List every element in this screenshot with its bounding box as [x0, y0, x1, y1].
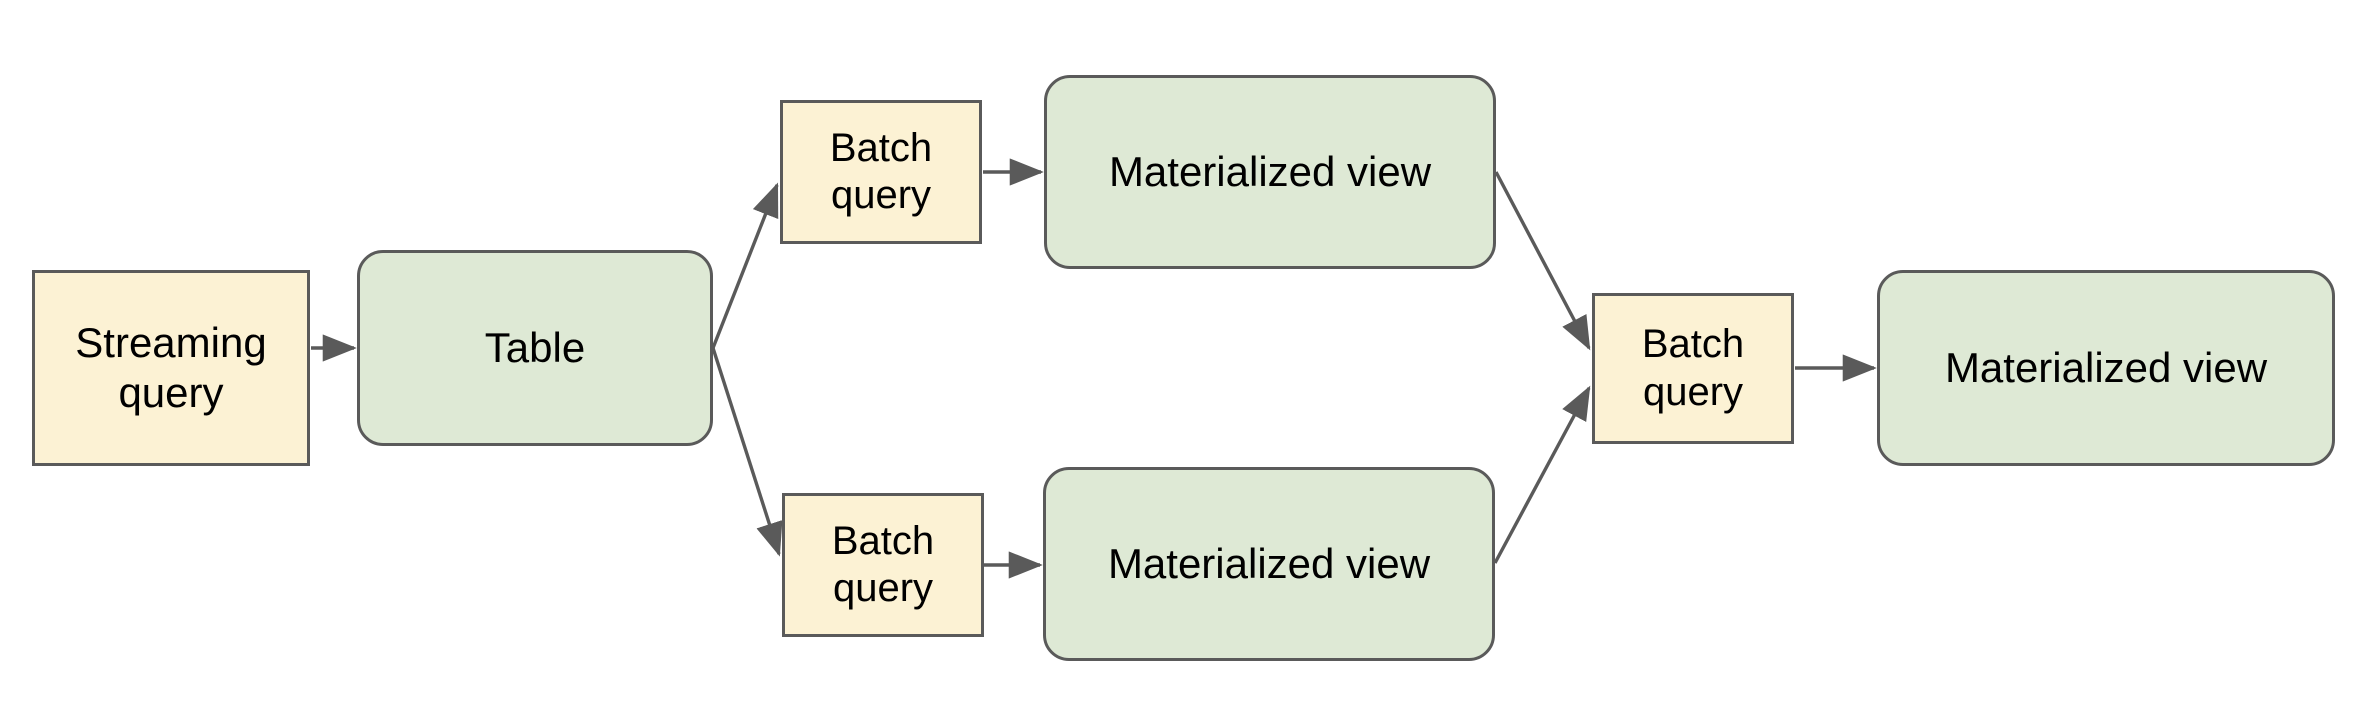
node-streaming-query[interactable]: Streaming query: [32, 270, 310, 466]
node-batch-query-top[interactable]: Batch query: [780, 100, 982, 244]
node-materialized-view-top[interactable]: Materialized view: [1044, 75, 1496, 269]
node-materialized-view-right[interactable]: Materialized view: [1877, 270, 2335, 466]
edge-table-to-batch-query-bottom: [711, 347, 783, 557]
edge-table-to-batch-query-top: [711, 182, 779, 349]
node-materialized-view-bottom[interactable]: Materialized view: [1043, 467, 1495, 661]
edge-mv-top-to-batch-query-mid: [1494, 171, 1591, 351]
node-table[interactable]: Table: [357, 250, 713, 446]
node-batch-query-bottom[interactable]: Batch query: [782, 493, 984, 637]
edge-mv-bottom-to-batch-query-mid: [1493, 385, 1591, 564]
node-batch-query-middle[interactable]: Batch query: [1592, 293, 1794, 444]
